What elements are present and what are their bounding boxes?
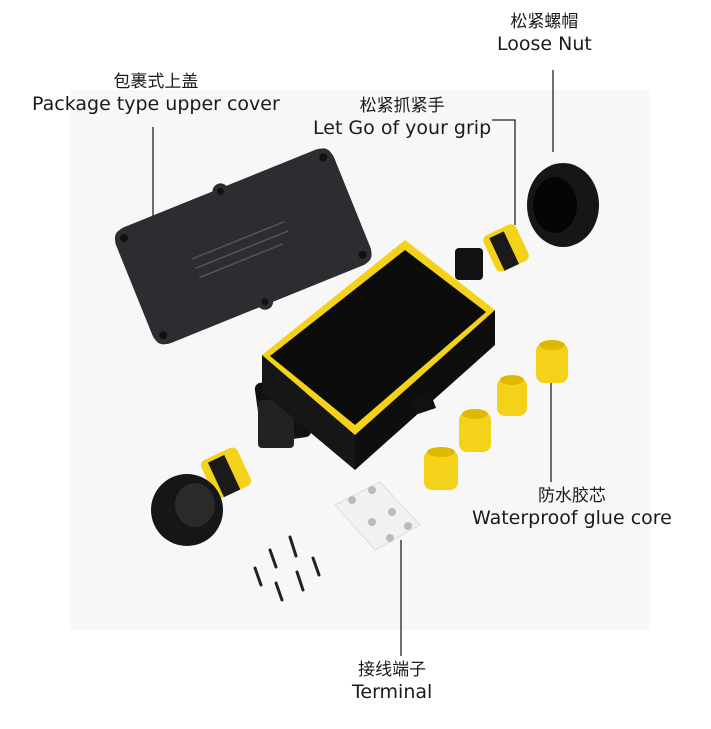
label-zh: 松紧抓紧手: [359, 96, 445, 116]
label-upper-cover: 包裹式上盖 Package type upper cover: [32, 72, 280, 117]
loose-nut-part: [151, 163, 599, 546]
label-en: Terminal: [352, 681, 433, 704]
label-zh: 接线端子: [358, 660, 427, 680]
screws-part: [253, 535, 321, 602]
label-zh: 包裹式上盖: [113, 72, 199, 92]
label-en: Waterproof glue core: [472, 507, 672, 530]
label-en: Package type upper cover: [32, 93, 280, 116]
terminal-part: [334, 481, 421, 551]
label-en: Let Go of your grip: [313, 117, 492, 140]
label-grip: 松紧抓紧手 Let Go of your grip: [313, 96, 491, 141]
leader-lines: [152, 70, 554, 656]
label-en: Loose Nut: [497, 33, 592, 56]
leader-line-grip: [492, 119, 516, 225]
label-zh: 防水胶芯: [537, 486, 606, 506]
glue-core-part: [424, 340, 568, 490]
upper-cover-part: [114, 148, 372, 345]
label-terminal: 接线端子 Terminal: [352, 660, 432, 705]
junction-box-part: [254, 240, 495, 470]
label-glue-core: 防水胶芯 Waterproof glue core: [472, 486, 672, 531]
label-zh: 松紧螺帽: [510, 12, 579, 32]
label-loose-nut: 松紧螺帽 Loose Nut: [497, 12, 592, 57]
